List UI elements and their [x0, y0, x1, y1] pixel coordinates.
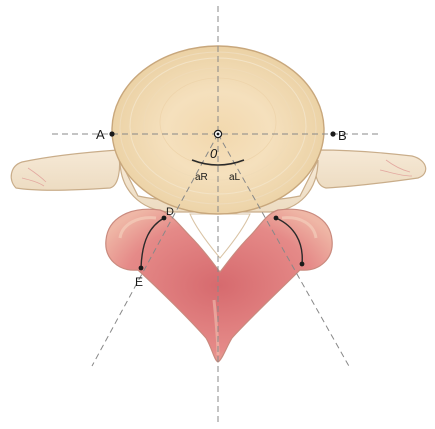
label-center: 0 — [210, 146, 218, 161]
label-d: D — [166, 206, 174, 218]
left-facet-dot-bottom — [300, 262, 305, 267]
point-b-dot — [330, 131, 335, 136]
center-marker — [214, 130, 221, 137]
point-a-dot — [109, 131, 114, 136]
point-e-dot — [139, 266, 144, 271]
label-b: B — [338, 128, 347, 143]
label-a: A — [96, 127, 105, 142]
label-angle-right: aR — [195, 172, 208, 183]
label-angle-left: aL — [229, 172, 241, 183]
label-e: E — [135, 275, 143, 289]
left-facet-dot-top — [274, 216, 279, 221]
